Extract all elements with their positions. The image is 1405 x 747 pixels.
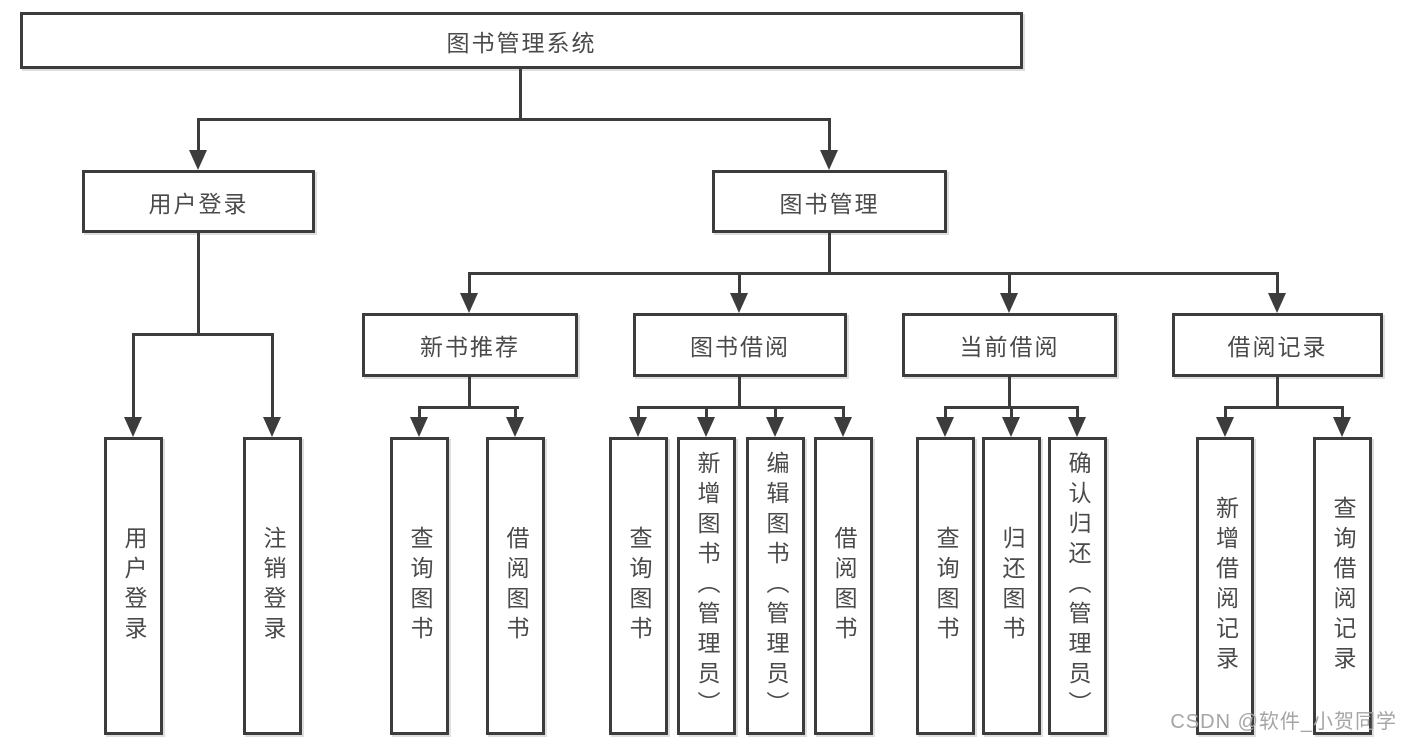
connector-to-leaf: [514, 406, 517, 417]
leaf-label: 查询图书: [933, 526, 959, 646]
arrow-down-icon: [820, 150, 838, 170]
connector-to-book-borrowing: [738, 272, 741, 293]
connector-to-leaf: [418, 406, 421, 417]
leaf-return-books: 归还图书: [982, 437, 1041, 735]
node-current-borrowing: 当前借阅: [902, 313, 1117, 377]
connector-stem: [1276, 377, 1279, 406]
arrow-down-icon: [189, 150, 207, 170]
arrow-down-icon: [730, 293, 748, 313]
node-label: 当前借阅: [959, 334, 1060, 360]
leaf-label: 注销登录: [260, 526, 286, 646]
connector-stem: [468, 377, 471, 406]
connector-to-leaf: [1224, 406, 1227, 417]
leaf-confirm-return-admin: 确认归还（管理员）: [1048, 437, 1107, 735]
leaf-label: 查询图书: [626, 526, 652, 646]
connector-stem: [738, 377, 741, 406]
node-label: 用户登录: [148, 190, 249, 217]
leaf-query-books-2: 查询图书: [609, 437, 668, 735]
connector-to-leaf: [637, 406, 640, 417]
arrow-down-icon: [1216, 417, 1234, 437]
leaf-edit-books-admin: 编辑图书（管理员）: [746, 437, 805, 735]
arrow-down-icon: [124, 417, 142, 437]
leaf-label: 归还图书: [999, 526, 1025, 646]
leaf-label: 确认归还（管理员）: [1065, 451, 1091, 721]
connector-to-user-login: [197, 118, 200, 152]
node-library-management-system: 图书管理系统: [20, 12, 1023, 69]
leaf-label: 查询图书: [407, 526, 433, 646]
connector-to-leaf: [132, 333, 135, 417]
connector-root-bus: [197, 118, 831, 121]
connector-to-book-management: [828, 118, 831, 152]
connector-to-leaf: [271, 333, 274, 417]
connector-root-stem: [519, 68, 522, 118]
node-book-borrowing: 图书借阅: [633, 313, 847, 377]
connector-stem: [1008, 377, 1011, 406]
arrow-down-icon: [460, 293, 478, 313]
node-label: 图书管理: [779, 190, 880, 217]
leaf-query-books-3: 查询图书: [916, 437, 975, 735]
leaf-label: 新增图书（管理员）: [694, 451, 720, 721]
node-new-book-recommendation: 新书推荐: [362, 313, 578, 377]
leaf-label: 查询借阅记录: [1330, 496, 1356, 676]
leaf-query-books-1: 查询图书: [390, 437, 449, 735]
leaf-label: 用户登录: [121, 526, 147, 646]
connector-to-borrowing-records: [1276, 272, 1279, 293]
connector-bus: [418, 406, 519, 409]
connector-bus: [637, 406, 845, 409]
node-label: 新书推荐: [420, 334, 520, 360]
node-user-login: 用户登录: [82, 170, 315, 233]
leaf-label: 借阅图书: [831, 526, 857, 646]
arrow-down-icon: [1333, 417, 1351, 437]
connector-bus: [1224, 406, 1344, 409]
leaf-add-borrow-record: 新增借阅记录: [1196, 437, 1254, 735]
leaf-label: 借阅图书: [503, 526, 529, 646]
connector-book-management-bus: [468, 272, 1278, 275]
connector-to-leaf: [842, 406, 845, 417]
arrow-down-icon: [697, 417, 715, 437]
arrow-down-icon: [1068, 417, 1086, 437]
connector-to-new-book: [468, 272, 471, 293]
leaf-user-login: 用户登录: [104, 437, 163, 735]
connector-to-leaf: [1076, 406, 1079, 417]
connector-user-login-stem: [197, 233, 200, 333]
arrow-down-icon: [1268, 293, 1286, 313]
node-book-management: 图书管理: [712, 170, 947, 233]
arrow-down-icon: [410, 417, 428, 437]
connector-to-leaf: [1341, 406, 1344, 417]
arrow-down-icon: [263, 417, 281, 437]
leaf-logout: 注销登录: [243, 437, 302, 735]
leaf-add-books-admin: 新增图书（管理员）: [677, 437, 736, 735]
csdn-watermark: CSDN @软件_小贺同学: [1170, 711, 1397, 733]
node-label: 借阅记录: [1227, 334, 1328, 360]
node-label: 图书借阅: [690, 334, 790, 360]
connector-user-login-bus: [132, 333, 274, 336]
connector-to-leaf: [1010, 406, 1013, 417]
arrow-down-icon: [629, 417, 647, 437]
arrow-down-icon: [1000, 293, 1018, 313]
leaf-query-borrow-record: 查询借阅记录: [1313, 437, 1372, 735]
node-label: 图书管理系统: [446, 29, 597, 56]
node-borrowing-records: 借阅记录: [1172, 313, 1383, 377]
leaf-label: 编辑图书（管理员）: [763, 451, 789, 721]
arrow-down-icon: [766, 417, 784, 437]
leaf-borrow-books-1: 借阅图书: [486, 437, 545, 735]
arrow-down-icon: [936, 417, 954, 437]
connector-book-management-stem: [828, 233, 831, 272]
leaf-label: 新增借阅记录: [1212, 496, 1239, 676]
leaf-borrow-books-2: 借阅图书: [814, 437, 873, 735]
connector-to-leaf: [944, 406, 947, 417]
arrow-down-icon: [834, 417, 852, 437]
connector-to-current-borrowing: [1008, 272, 1011, 293]
arrow-down-icon: [506, 417, 524, 437]
connector-to-leaf: [774, 406, 777, 417]
connector-to-leaf: [705, 406, 708, 417]
arrow-down-icon: [1002, 417, 1020, 437]
